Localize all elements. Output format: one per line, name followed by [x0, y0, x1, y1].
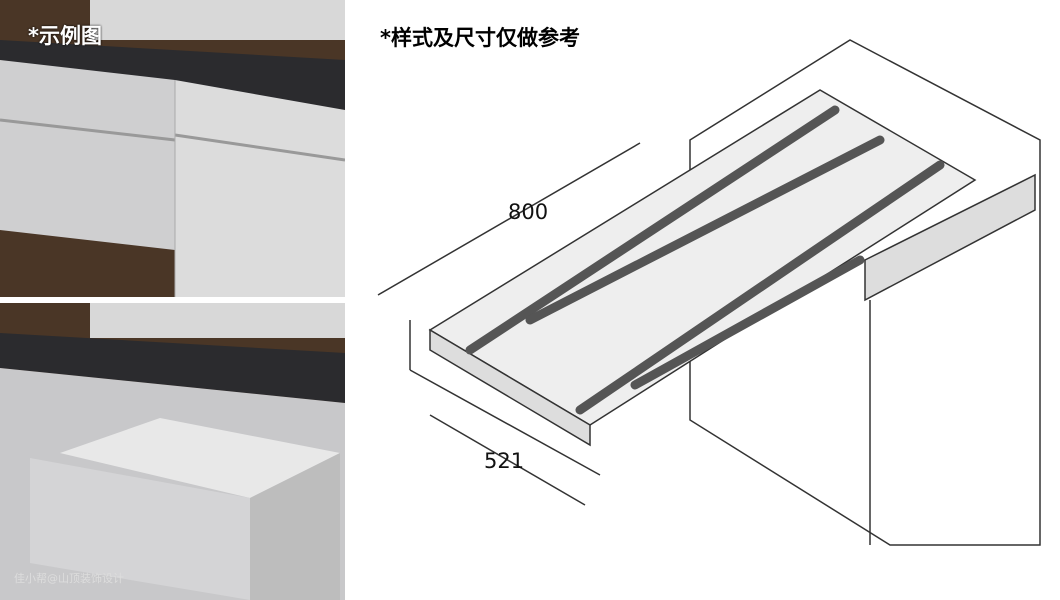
length-dimension: 800 [508, 200, 549, 224]
width-dimension: 521 [484, 449, 525, 473]
example-photo-closed [0, 0, 345, 297]
example-photo-open [0, 303, 345, 600]
example-image-label: *示例图 [28, 24, 102, 48]
cabinet-open-illustration [0, 303, 345, 600]
disclaimer-label: *样式及尺寸仅做参考 [380, 26, 580, 50]
cabinet-closed-illustration [0, 0, 345, 297]
watermark: 佳小帮@山顶装饰设计 [14, 572, 124, 585]
